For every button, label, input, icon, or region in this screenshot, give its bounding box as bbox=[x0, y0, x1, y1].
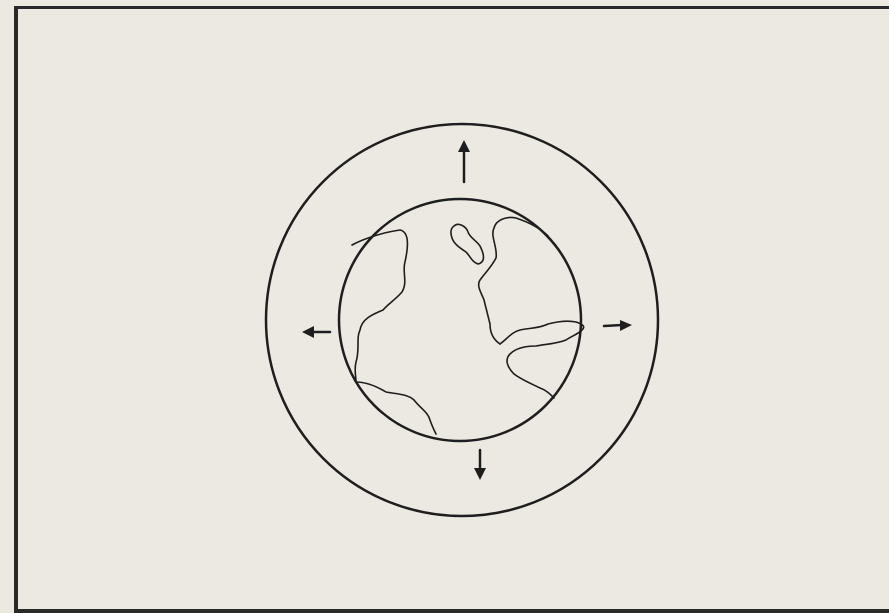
arrow-down-icon bbox=[474, 450, 486, 480]
arrow-up-icon bbox=[458, 140, 470, 182]
arrow-right-icon bbox=[604, 320, 632, 331]
globe-icon bbox=[339, 199, 584, 441]
arrow-left-icon bbox=[302, 326, 330, 338]
island-shape bbox=[451, 224, 484, 264]
continent-right-coastline bbox=[479, 217, 548, 344]
continent-right-peninsula bbox=[500, 321, 584, 398]
outer-ring bbox=[266, 124, 658, 516]
continent-lower-left-coastline bbox=[356, 382, 436, 434]
